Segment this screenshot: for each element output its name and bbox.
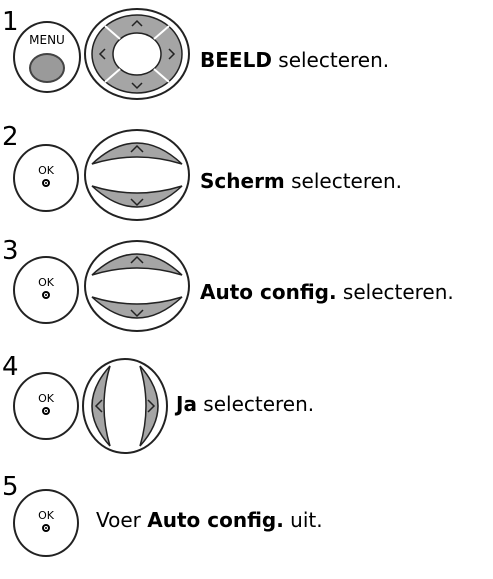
ok-button[interactable]: OK (13, 372, 79, 440)
menu-button[interactable]: MENU (13, 21, 81, 93)
step-number: 2 (2, 122, 19, 152)
ok-dot-icon (42, 291, 50, 299)
step-action: uit. (283, 508, 323, 532)
up-down-button-icon (84, 240, 190, 332)
step-3-text: Auto config. selecteren. (200, 280, 454, 304)
up-down-button-icon (84, 129, 190, 221)
menu-item-name: Scherm (200, 169, 285, 193)
step-action: selecteren. (271, 48, 390, 72)
navigation-dpad-icon (84, 8, 190, 100)
step-number: 4 (2, 352, 19, 382)
ok-button-label: OK (38, 509, 54, 522)
menu-button-label: MENU (29, 33, 65, 47)
step-5-text: Voer Auto config. uit. (96, 508, 323, 532)
step-4-text: Ja selecteren. (176, 392, 314, 416)
ok-button-label: OK (38, 164, 54, 177)
menu-item-name: Ja (176, 392, 197, 416)
step-action: selecteren. (336, 280, 454, 304)
step-2-text: Scherm selecteren. (200, 169, 402, 193)
step-action: Voer (96, 508, 148, 532)
step-1-text: BEELD selecteren. (200, 48, 389, 72)
left-right-button-icon (82, 358, 168, 454)
menu-item-name: BEELD (200, 48, 272, 72)
ok-button[interactable]: OK (13, 489, 79, 557)
step-action: selecteren. (196, 392, 315, 416)
ok-dot-icon (42, 524, 50, 532)
step-number: 5 (2, 472, 19, 502)
menu-item-name: Auto config. (147, 508, 284, 532)
menu-item-name: Auto config. (200, 280, 337, 304)
ok-button[interactable]: OK (13, 144, 79, 212)
ok-button-label: OK (38, 276, 54, 289)
ok-button[interactable]: OK (13, 256, 79, 324)
menu-button-knob (29, 53, 65, 83)
ok-dot-icon (42, 407, 50, 415)
ok-button-label: OK (38, 392, 54, 405)
ok-dot-icon (42, 179, 50, 187)
step-action: selecteren. (284, 169, 402, 193)
step-number: 1 (2, 7, 19, 37)
step-number: 3 (2, 236, 19, 266)
